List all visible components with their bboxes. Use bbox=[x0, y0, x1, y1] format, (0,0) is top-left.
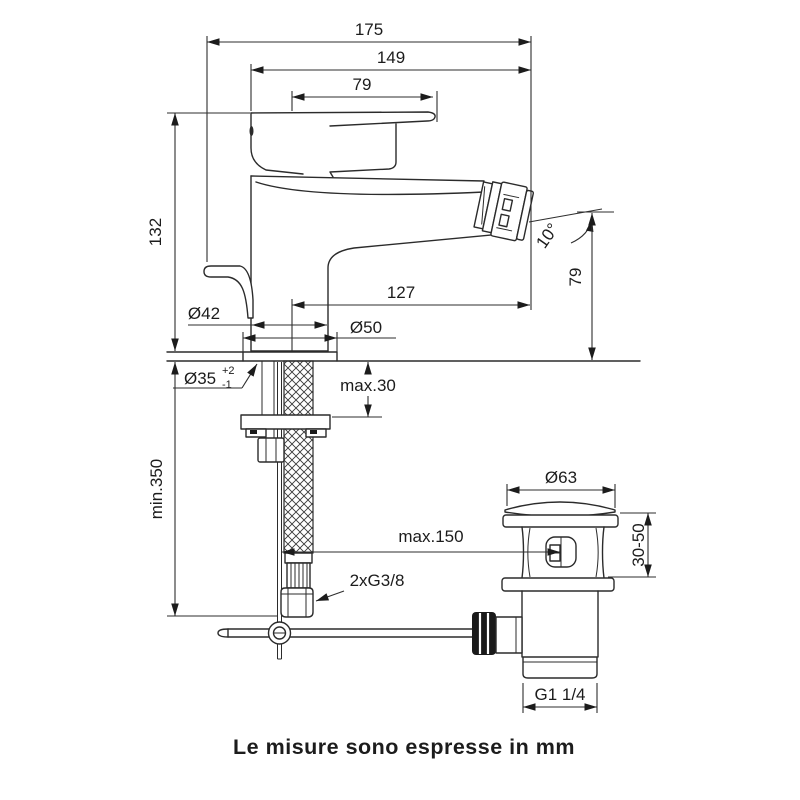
faucet-outline bbox=[203, 111, 535, 352]
dim-overall-depth: 175 bbox=[355, 20, 383, 39]
dim-hole-diameter: Ø35 bbox=[184, 369, 216, 388]
dim-body-depth: 149 bbox=[377, 48, 405, 67]
shank-nut bbox=[257, 437, 285, 463]
handle-pivot-detail bbox=[249, 126, 254, 136]
dimension-lines bbox=[167, 36, 656, 713]
waste-thread bbox=[522, 656, 598, 679]
aerator bbox=[473, 181, 535, 242]
dim-supply-connection: 2xG3/8 bbox=[350, 571, 405, 590]
dim-hose-min-clearance: min.350 bbox=[147, 459, 166, 519]
dim-spout-angle: 10° bbox=[532, 220, 562, 252]
dim-height-to-deck: 132 bbox=[146, 218, 165, 246]
escutcheon bbox=[242, 351, 338, 362]
rod-bellows bbox=[472, 612, 496, 655]
dim-hole-tol-plus: +2 bbox=[222, 365, 235, 377]
popup-waste-assembly bbox=[472, 501, 619, 679]
dim-spout-reach: 127 bbox=[387, 283, 415, 302]
dimension-labels: 175 149 79 132 min.350 127 Ø42 Ø50 Ø35 +… bbox=[146, 20, 648, 704]
units-caption: Le misure sono espresse in mm bbox=[233, 735, 575, 759]
dim-waste-height-range: 30-50 bbox=[629, 523, 648, 566]
g38-nut bbox=[280, 587, 314, 618]
mounting-bracket bbox=[240, 414, 331, 430]
under-deck-assembly bbox=[217, 360, 475, 660]
dim-waste-cap-diameter: Ø63 bbox=[545, 468, 577, 487]
dim-waste-thread: G1 1/4 bbox=[534, 685, 585, 704]
dim-rod-reach-max: max.150 bbox=[398, 527, 463, 546]
dim-spout-height: 79 bbox=[566, 268, 585, 287]
dim-escutcheon-diameter: Ø50 bbox=[350, 318, 382, 337]
dim-deck-thickness: max.30 bbox=[340, 376, 396, 395]
dim-base-diameter: Ø42 bbox=[188, 304, 220, 323]
braided-supply-hose bbox=[283, 360, 314, 554]
dim-handle-length: 79 bbox=[353, 75, 372, 94]
dim-hole-tol-minus: -1 bbox=[222, 379, 232, 391]
deck-and-escutcheon bbox=[166, 351, 641, 362]
popup-knob bbox=[203, 265, 254, 319]
